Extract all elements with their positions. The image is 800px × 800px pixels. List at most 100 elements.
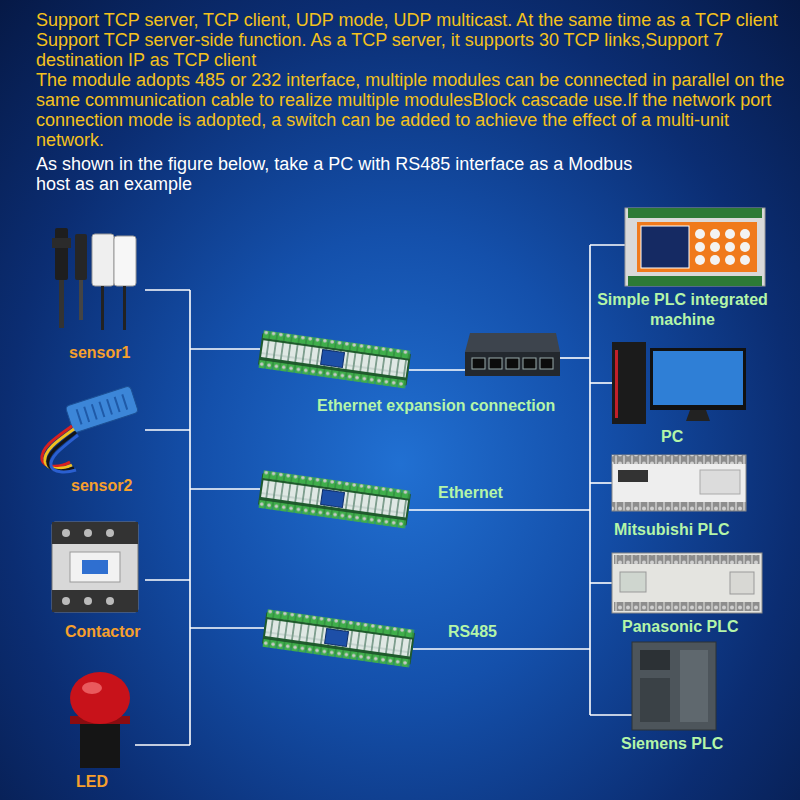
wire xyxy=(409,509,590,511)
panasonic-plc xyxy=(612,553,762,613)
network-switch xyxy=(523,358,536,369)
wire xyxy=(413,648,590,650)
actuator-sensor xyxy=(79,280,83,320)
device-label: sensor1 xyxy=(69,343,130,363)
plc-integrated-machine xyxy=(637,222,757,272)
actuator-sensor xyxy=(55,228,68,280)
device-label: Contactor xyxy=(65,622,141,642)
wire xyxy=(409,369,465,371)
wire xyxy=(590,714,632,716)
network-switch xyxy=(465,333,560,352)
mitsubishi-plc xyxy=(612,455,746,464)
plc-integrated-machine xyxy=(710,255,720,265)
relay-board xyxy=(258,470,412,529)
indicator-lamp xyxy=(70,672,130,724)
wire xyxy=(589,245,591,715)
contactor xyxy=(62,597,70,605)
plc-integrated-machine xyxy=(625,208,765,286)
device-label: PC xyxy=(661,427,683,447)
pc xyxy=(612,342,746,424)
mitsubishi-plc xyxy=(618,470,648,482)
plc-integrated-machine xyxy=(695,242,705,252)
plc-integrated-machine xyxy=(628,276,762,286)
contactor xyxy=(106,529,114,537)
pc xyxy=(615,350,618,418)
plc-integrated-machine xyxy=(740,255,750,265)
plc-integrated-machine xyxy=(641,226,689,268)
description-text: The module adopts 485 or 232 interface, … xyxy=(36,70,788,150)
device-label-box: PC xyxy=(661,427,683,447)
description-text: As shown in the figure below, take a PC … xyxy=(36,154,636,194)
actuator-sensor xyxy=(101,286,104,330)
plc-integrated-machine xyxy=(710,229,720,239)
device-label-box: sensor2 xyxy=(71,476,132,496)
panasonic-plc xyxy=(614,602,760,611)
wire xyxy=(135,744,190,746)
pc xyxy=(653,351,743,405)
contactor xyxy=(62,529,70,537)
actuator-sensor xyxy=(52,228,136,330)
device-label: Panasonic PLC xyxy=(622,617,738,637)
relay-board xyxy=(258,330,412,389)
siemens-plc xyxy=(640,650,670,670)
wire xyxy=(189,290,191,745)
wire xyxy=(135,245,632,745)
device-label-box: Mitsubishi PLC xyxy=(614,520,730,540)
pc xyxy=(612,342,646,424)
humidity-sensor xyxy=(42,386,139,472)
device-label: Mitsubishi PLC xyxy=(614,520,730,540)
device-label: LED xyxy=(76,772,108,792)
contactor xyxy=(52,522,138,612)
mitsubishi-plc xyxy=(612,502,746,511)
connection-label: Ethernet expansion connection xyxy=(317,396,555,416)
wire xyxy=(190,488,260,490)
actuator-sensor xyxy=(75,234,87,280)
panasonic-plc xyxy=(614,555,760,564)
mitsubishi-plc xyxy=(700,470,740,494)
network-switch xyxy=(540,358,553,369)
siemens-plc xyxy=(640,678,670,722)
relay-board xyxy=(262,609,416,668)
mitsubishi-plc xyxy=(612,455,746,511)
network-switch xyxy=(465,352,560,376)
contactor xyxy=(52,522,138,544)
humidity-sensor xyxy=(51,435,78,472)
panasonic-plc xyxy=(730,572,754,594)
panasonic-plc xyxy=(612,553,762,613)
mitsubishi-plc xyxy=(612,455,746,511)
plc-integrated-machine xyxy=(625,208,765,286)
wire xyxy=(590,482,612,484)
contactor xyxy=(84,529,92,537)
pc xyxy=(686,410,710,421)
siemens-plc xyxy=(680,650,708,722)
siemens-plc xyxy=(632,642,716,730)
intro-text-block: Support TCP server, TCP client, UDP mode… xyxy=(36,10,788,194)
wire xyxy=(190,627,264,629)
wire xyxy=(590,244,625,246)
contactor xyxy=(52,522,138,612)
actuator-sensor xyxy=(123,286,126,330)
wire xyxy=(190,348,260,350)
device-label: sensor2 xyxy=(71,476,132,496)
device-label-box: sensor1 xyxy=(69,343,130,363)
panasonic-plc xyxy=(620,572,646,592)
contactor xyxy=(84,597,92,605)
plc-integrated-machine xyxy=(740,229,750,239)
device-label-box: Simple PLC integrated machine xyxy=(595,290,770,330)
plc-integrated-machine xyxy=(725,229,735,239)
indicator-lamp xyxy=(70,672,130,768)
plc-integrated-machine xyxy=(725,242,735,252)
wire xyxy=(560,357,590,359)
actuator-sensor xyxy=(114,236,136,286)
wire xyxy=(145,429,190,431)
connection-label: Ethernet xyxy=(438,483,503,503)
plc-integrated-machine xyxy=(695,229,705,239)
plc-integrated-machine xyxy=(628,208,762,218)
description-text: Support TCP server, TCP client, UDP mode… xyxy=(36,10,788,70)
device-label-box: Siemens PLC xyxy=(621,734,723,754)
contactor xyxy=(70,552,120,582)
plc-integrated-machine xyxy=(725,255,735,265)
network-switch xyxy=(465,333,560,376)
plc-integrated-machine xyxy=(695,255,705,265)
